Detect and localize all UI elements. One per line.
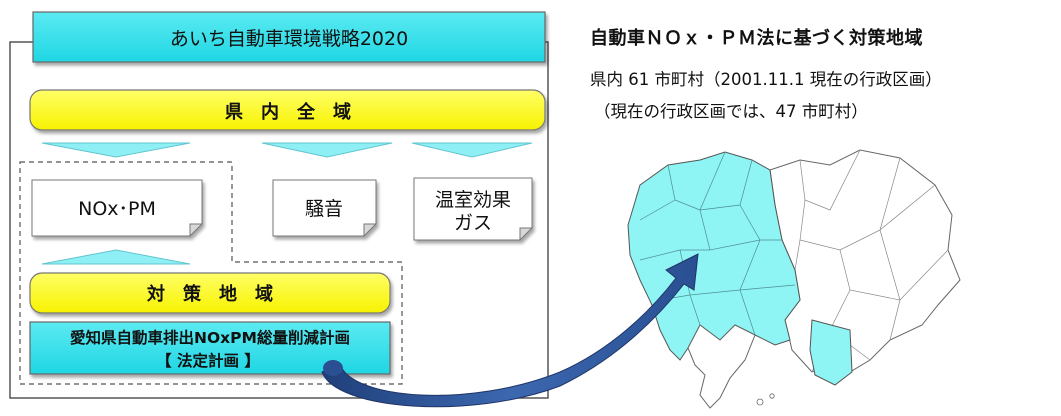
map-title: 自動車ＮＯｘ・ＰＭ法に基づく対策地域 [590, 28, 923, 49]
down-arrow-icon [41, 142, 191, 158]
map-island [756, 398, 764, 406]
ghg-label-line1: 温室効果 [435, 189, 511, 211]
noise-label: 騒音 [305, 198, 343, 220]
noise-document [272, 179, 378, 238]
map-eastern-region [769, 149, 961, 373]
map-peninsula-region [809, 319, 853, 386]
down-arrow-icon [411, 142, 533, 158]
aichi-map [627, 149, 961, 409]
measures-area-box [29, 272, 391, 314]
arrow-start-dot [323, 360, 343, 376]
plan-label-line1: 愛知県自動車排出NOxPM総量削減計画 [70, 328, 350, 347]
map-municipalities-current: （現在の行政区画では、47 市町村） [594, 102, 868, 121]
map-island [769, 393, 775, 399]
measures-area-label: 対 策 地 域 [146, 283, 273, 305]
plan-label-line2: 【 法定計画 】 [156, 351, 260, 370]
map-municipalities-2001: 県内 61 市町村（2001.11.1 現在の行政区画） [590, 70, 942, 89]
curved-arrow-icon [321, 253, 699, 408]
whole-prefecture-box [29, 89, 546, 131]
down-arrow-icon [261, 142, 393, 158]
nox-pm-document [31, 179, 204, 238]
strategy-title-box [32, 11, 546, 63]
map-chita-peninsula [687, 324, 756, 409]
up-arrow-icon [41, 249, 191, 265]
dashed-region [19, 161, 403, 385]
strategy-title: あいち自動車環境戦略2020 [170, 28, 408, 50]
ghg-label-line2: ガス [454, 212, 492, 234]
whole-prefecture-label: 県 内 全 域 [225, 101, 351, 123]
ghg-document [413, 177, 534, 242]
nox-pm-label: NOx･PM [78, 198, 156, 220]
